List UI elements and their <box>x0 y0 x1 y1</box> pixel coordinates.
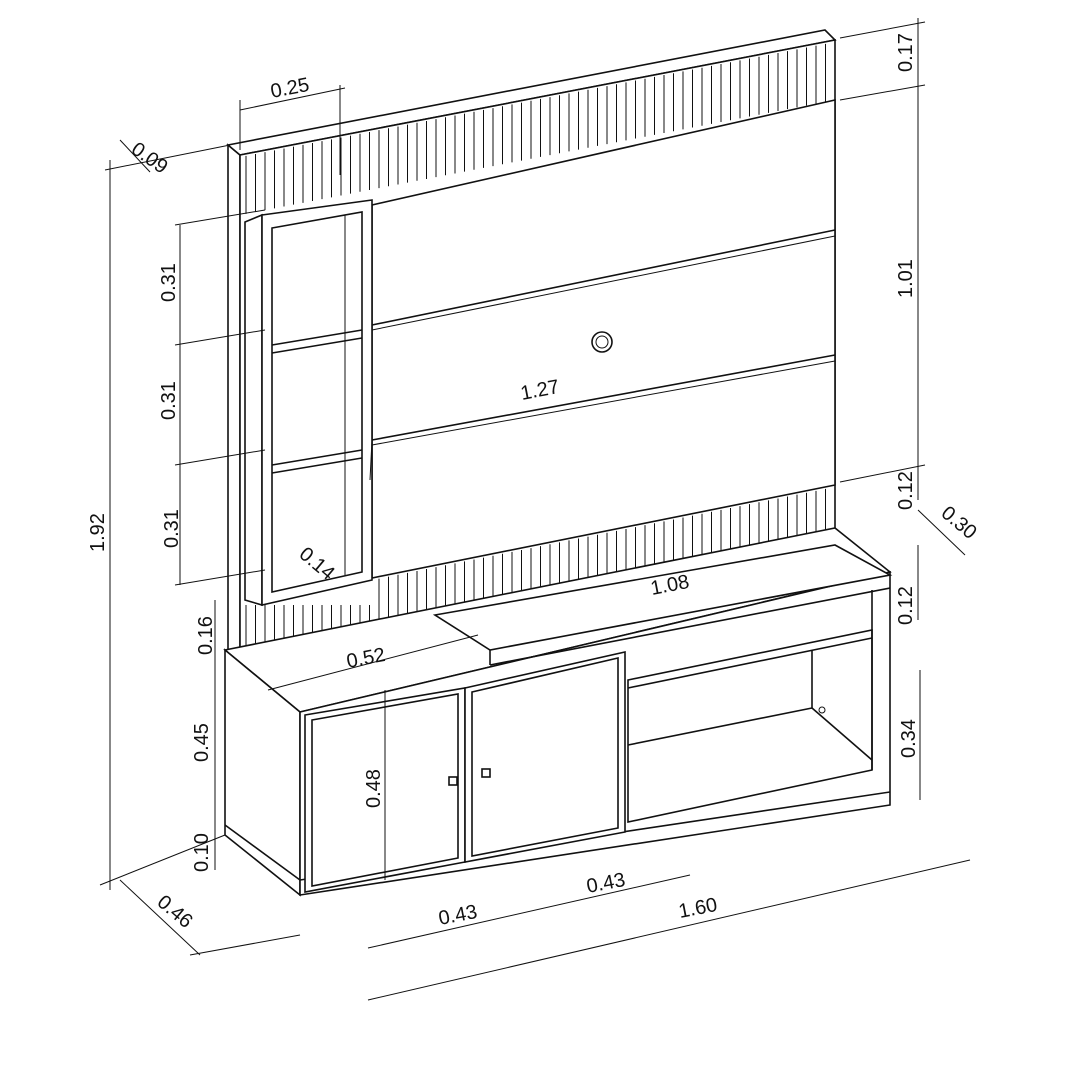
label-total-width: 1.60 <box>677 894 719 923</box>
label-total-depth: 0.46 <box>153 891 197 933</box>
label-lower-band: 0.12 <box>895 471 917 510</box>
label-door-height: 0.48 <box>363 769 385 808</box>
dim-doors <box>367 874 691 949</box>
dim-tick <box>369 439 373 481</box>
label-cabinet-height: 0.45 <box>191 723 213 762</box>
label-total-height: 1.92 <box>87 513 109 552</box>
label-shelf-2: 0.31 <box>158 381 180 420</box>
rack-cabinet <box>223 527 893 897</box>
door-right-inner <box>471 656 619 857</box>
shelf-1-edge <box>271 337 363 354</box>
cable-hole-inner <box>595 335 609 349</box>
shelf-2-edge <box>271 457 363 474</box>
dim-ext <box>189 934 301 956</box>
board-groove-upper-shadow <box>371 235 836 331</box>
label-top-shelf-width: 0.25 <box>269 74 311 103</box>
door-right-knob-icon <box>481 768 491 778</box>
dim-top-width <box>239 87 346 111</box>
dim-depth <box>119 879 201 956</box>
back-panel <box>226 29 837 662</box>
dim-depth-top <box>119 139 151 173</box>
plinth-side-line <box>224 824 301 881</box>
shelf-unit <box>244 199 373 607</box>
board-groove-upper <box>371 229 836 326</box>
dim-ext <box>174 209 266 226</box>
niche-shelf <box>627 707 813 746</box>
dim-ext <box>104 144 231 171</box>
label-top-band-height: 0.17 <box>895 33 917 72</box>
dim-ext <box>839 464 926 483</box>
label-shelf-1: 0.31 <box>158 263 180 302</box>
dimension-lines <box>99 18 971 1001</box>
niche-pin <box>818 706 826 714</box>
raised-top-board <box>432 544 893 651</box>
cable-hole-icon <box>591 331 613 353</box>
dim-ext <box>839 21 926 39</box>
label-rack-depth: 0.30 <box>937 502 981 544</box>
shelf-unit-inside <box>271 211 363 593</box>
label-door-1-width: 0.43 <box>437 901 479 930</box>
label-shelf-3: 0.31 <box>161 509 183 548</box>
shelf-unit-side <box>244 213 263 607</box>
dim-total-width <box>367 859 971 1001</box>
label-board-height: 1.01 <box>895 259 917 298</box>
dim-rack-left <box>267 634 479 691</box>
board-groove-lower <box>371 354 836 441</box>
label-niche-height: 0.12 <box>895 586 917 625</box>
raised-top-edge <box>489 587 891 666</box>
label-open-niche: 0.34 <box>898 719 920 758</box>
board-groove-lower-shadow <box>371 360 836 446</box>
dim-ext <box>174 569 266 586</box>
label-plinth-height: 0.10 <box>191 833 213 872</box>
shelf-2 <box>271 449 363 466</box>
niche-top <box>627 637 873 689</box>
shelf-1 <box>271 329 363 346</box>
dim-ext <box>174 329 266 346</box>
dim-rack-depth <box>917 509 966 556</box>
dim-ext <box>839 84 926 101</box>
dim-ext <box>99 834 226 886</box>
label-panel-depth: 0.09 <box>127 138 172 178</box>
label-gap-height: 0.16 <box>195 616 217 655</box>
top-slat-band <box>245 43 826 214</box>
panel-side-edge <box>227 143 241 662</box>
niche-floor-edge <box>811 707 873 761</box>
door-left-knob-icon <box>448 776 458 786</box>
dim-ext <box>174 449 266 466</box>
label-door-2-width: 0.43 <box>585 869 627 898</box>
